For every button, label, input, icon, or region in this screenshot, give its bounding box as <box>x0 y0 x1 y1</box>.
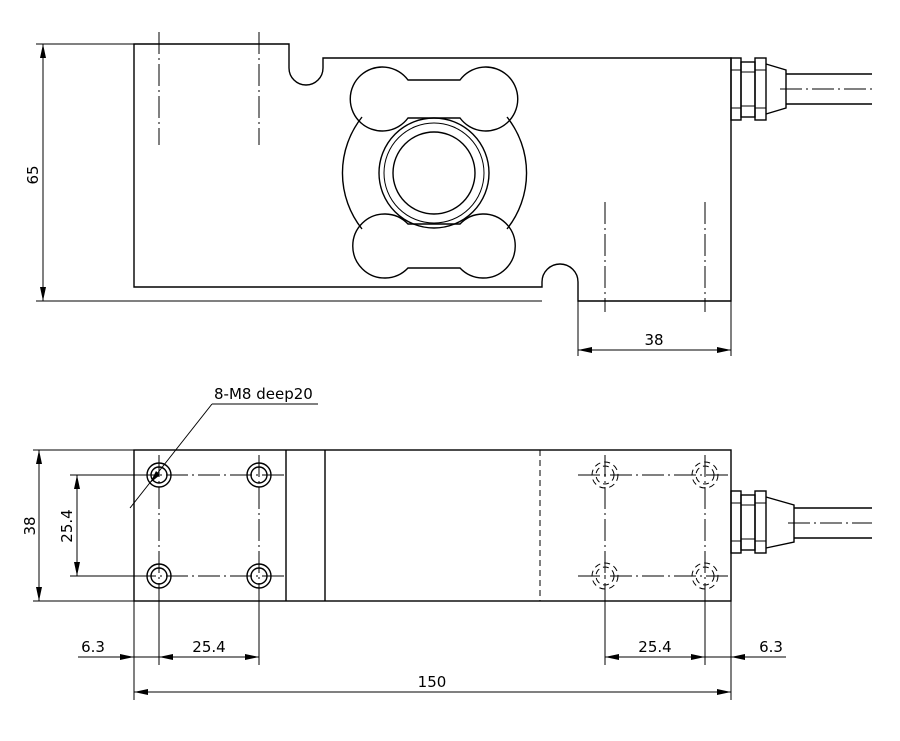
bottom-view: 8-M8 deep20 38 25.4 <box>21 385 872 700</box>
bottom-body-outline <box>133 449 732 602</box>
dim-edge-left-label: 6.3 <box>81 638 105 656</box>
hub-middle <box>383 122 485 224</box>
threaded-hole-left-top-2 <box>246 462 272 488</box>
dim-row-holes: 6.3 25.4 25.4 6.3 <box>78 590 786 700</box>
dim-total-length: 150 <box>134 673 731 695</box>
dim-height-65: 65 <box>24 43 542 302</box>
bottom-cable-gland <box>730 490 872 554</box>
dim-hole-pitch-vertical-label: 25.4 <box>58 509 76 542</box>
center-arc-right <box>506 116 528 230</box>
hidden-hole-right-bottom-2 <box>691 562 719 590</box>
dim-hole-pitch-left-label: 25.4 <box>192 638 225 656</box>
upper-bone-cutout <box>349 66 519 132</box>
dim-total-length-label: 150 <box>418 673 447 691</box>
hole-callout: 8-M8 deep20 <box>129 385 318 509</box>
hole-callout-label: 8-M8 deep20 <box>214 385 313 403</box>
hidden-hole-right-top-2 <box>691 461 719 489</box>
dim-height-65-label: 65 <box>24 165 42 184</box>
threaded-hole-left-bottom-1 <box>146 563 172 589</box>
hidden-hole-right-top-1 <box>591 461 619 489</box>
lower-bone-cutout <box>352 213 516 279</box>
dim-hole-offset-38-label: 38 <box>644 331 663 349</box>
dim-hole-offset-38: 38 <box>577 301 732 356</box>
dim-hole-pitch-right-label: 25.4 <box>638 638 671 656</box>
hub-inner <box>392 131 476 215</box>
top-cable-gland <box>730 57 872 121</box>
dim-width-38-label: 38 <box>21 516 39 535</box>
dim-width-38: 38 <box>21 449 134 602</box>
hub-outer <box>378 117 490 229</box>
threaded-hole-left-bottom-2 <box>246 563 272 589</box>
dim-hole-pitch-vertical: 25.4 <box>58 474 147 577</box>
top-view: 65 38 <box>24 32 872 356</box>
dim-edge-right-label: 6.3 <box>759 638 783 656</box>
hidden-hole-right-bottom-1 <box>591 562 619 590</box>
center-arc-left <box>341 116 363 230</box>
top-body-outline <box>133 43 732 302</box>
